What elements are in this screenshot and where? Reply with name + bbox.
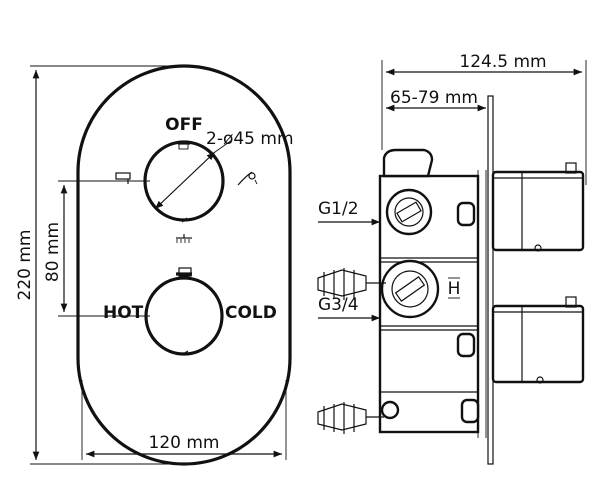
total-depth-label: 124.5 mm (459, 52, 546, 72)
anchor-screw-lower (317, 402, 384, 434)
lower-connection-label: G3/4 (318, 295, 359, 315)
rain-shower-icon (176, 234, 192, 243)
cold-label: COLD (225, 303, 277, 323)
lower-cartridge (491, 296, 585, 384)
off-label: OFF (165, 115, 203, 135)
anchor-screw-upper (317, 268, 386, 300)
front-view: 220 mm 80 mm 120 mm 2-ø45 mm OFF (15, 64, 294, 466)
port-plug-bottom (460, 398, 480, 424)
spacing-dimension: 80 mm (43, 180, 150, 317)
spacing-dimension-label: 80 mm (43, 222, 63, 282)
mount-depth-dimension: 65-79 mm (386, 88, 486, 112)
valve-mark: H (448, 279, 461, 299)
upper-connection-label: G1/2 (318, 199, 359, 219)
side-view: 124.5 mm 65-79 mm (317, 52, 587, 465)
knob-diameter-label: 2-ø45 mm (206, 129, 294, 149)
hand-shower-icon (237, 171, 258, 186)
height-dimension-label: 220 mm (15, 230, 35, 301)
lower-knob: HOT COLD (58, 267, 277, 356)
wall-plate (487, 95, 494, 465)
tap-spout-icon (115, 172, 131, 184)
width-dimension-label: 120 mm (149, 433, 220, 453)
lower-connection-callout: G3/4 (318, 295, 380, 322)
bottom-port (380, 400, 400, 420)
mount-depth-label: 65-79 mm (390, 88, 478, 108)
port-plug-lower (456, 332, 476, 358)
upper-cartridge (491, 162, 585, 252)
height-dimension: 220 mm (15, 65, 182, 465)
hot-label: HOT (103, 303, 144, 323)
upper-port (385, 188, 433, 236)
main-valve-port: H (380, 259, 461, 319)
upper-connection-callout: G1/2 (318, 199, 380, 226)
port-plug-upper (456, 201, 476, 227)
upper-knob: 2-ø45 mm OFF (143, 115, 294, 223)
width-dimension: 120 mm (81, 380, 287, 460)
cover-plate (76, 64, 292, 466)
total-depth-dimension: 124.5 mm (381, 52, 587, 185)
